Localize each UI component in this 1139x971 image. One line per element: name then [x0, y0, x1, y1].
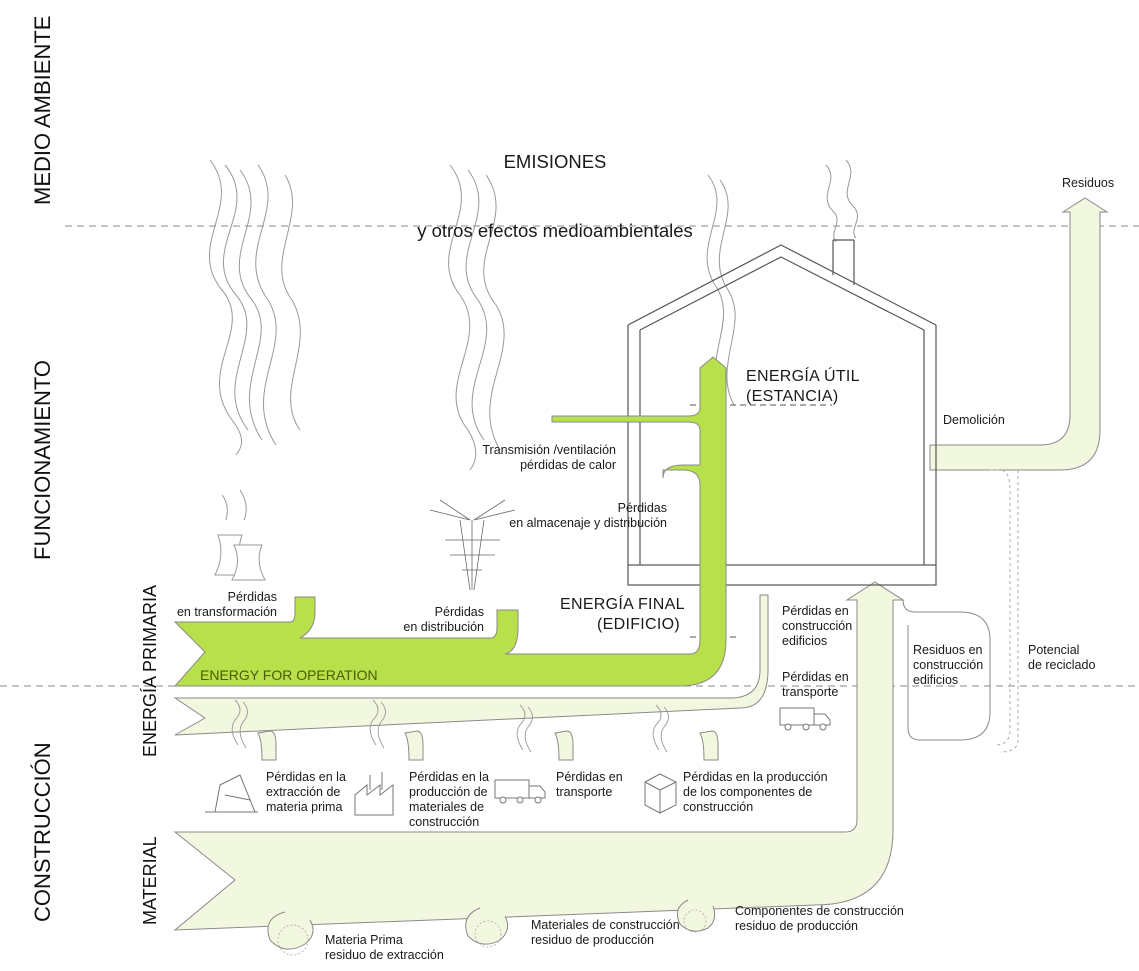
flow-label-energia-primaria: ENERGÍA PRIMARIA	[140, 584, 160, 757]
truck-icon-top	[779, 707, 831, 731]
material-residue-dots	[277, 909, 707, 956]
label-componentes-residuo: Componentes de construcción residuo de p…	[735, 904, 904, 933]
label-perdidas-almacenaje: Pérdidas en almacenaje y distribución	[509, 501, 667, 530]
material-residue-curls	[267, 899, 716, 950]
zone-label-funcionamiento: FUNCIONAMIENTO	[30, 359, 55, 560]
cooling-towers-icon	[214, 489, 266, 581]
title-line-1: EMISIONES	[503, 151, 607, 172]
demolition-flow	[929, 197, 1109, 471]
construction-loss-branches	[257, 730, 719, 761]
label-perdidas-extraccion: Pérdidas en la extracción de materia pri…	[266, 770, 346, 814]
label-residuos-construccion: Residuos en construcción edificios	[913, 643, 984, 687]
label-perdidas-distribucion: Pérdidas en distribución	[403, 605, 484, 634]
power-pylon-icon	[429, 499, 516, 591]
flow-label-material: MATERIAL	[140, 836, 160, 925]
label-materiales-residuo: Materiales de construcción residuo de pr…	[531, 918, 680, 947]
label-potencial-reciclado: Potencial de reciclado	[1028, 643, 1096, 672]
title-line-2: y otros efectos medioambientales	[417, 220, 693, 241]
label-perdidas-construccion-edificios: Pérdidas en construcción edificios	[782, 604, 853, 648]
recycling-potential-path-outer	[999, 470, 1019, 753]
label-energy-for-operation: ENERGY FOR OPERATION	[200, 667, 378, 683]
operational-energy-flow	[173, 356, 727, 687]
label-perdidas-produccion-componentes: Pérdidas en la producción de los compone…	[683, 770, 828, 814]
truck-icon-bottom	[494, 779, 546, 804]
label-perdidas-transporte-top: Pérdidas en transporte	[782, 670, 849, 699]
construction-smoke-wisps	[231, 699, 669, 753]
label-perdidas-transformacion: Pérdidas en transformación	[176, 590, 277, 619]
label-demolicion: Demolición	[943, 413, 1005, 427]
construction-waste-loop	[902, 599, 991, 741]
label-energia-util: ENERGÍA ÚTIL (ESTANCIA)	[746, 368, 860, 405]
oil-pump-icon	[205, 774, 258, 813]
recycling-potential-path	[990, 469, 1011, 746]
construction-energy-flow	[173, 594, 769, 736]
house	[627, 239, 937, 586]
zone-label-medio-ambiente: MEDIO AMBIENTE	[30, 15, 55, 205]
label-transmision-ventilacion: Transmisión /ventilación pérdidas de cal…	[482, 443, 616, 472]
label-perdidas-transporte-bottom: Pérdidas en transporte	[556, 770, 623, 799]
label-residuos: Residuos	[1062, 176, 1115, 190]
zone-label-construccion: CONSTRUCCIÓN	[30, 742, 55, 922]
label-energia-final: ENERGÍA FINAL (EDIFICIO)	[560, 596, 685, 633]
diagram-title: EMISIONES y otros efectos medioambiental…	[380, 104, 730, 265]
label-perdidas-produccion-materiales: Pérdidas en la producción de materiales …	[409, 770, 489, 829]
label-materia-prima-residuo: Materia Prima residuo de extracción	[325, 933, 444, 962]
material-flow	[173, 581, 905, 931]
component-box-icon	[644, 773, 677, 814]
factory-icon	[354, 772, 394, 816]
smoke-wisps	[209, 159, 858, 471]
